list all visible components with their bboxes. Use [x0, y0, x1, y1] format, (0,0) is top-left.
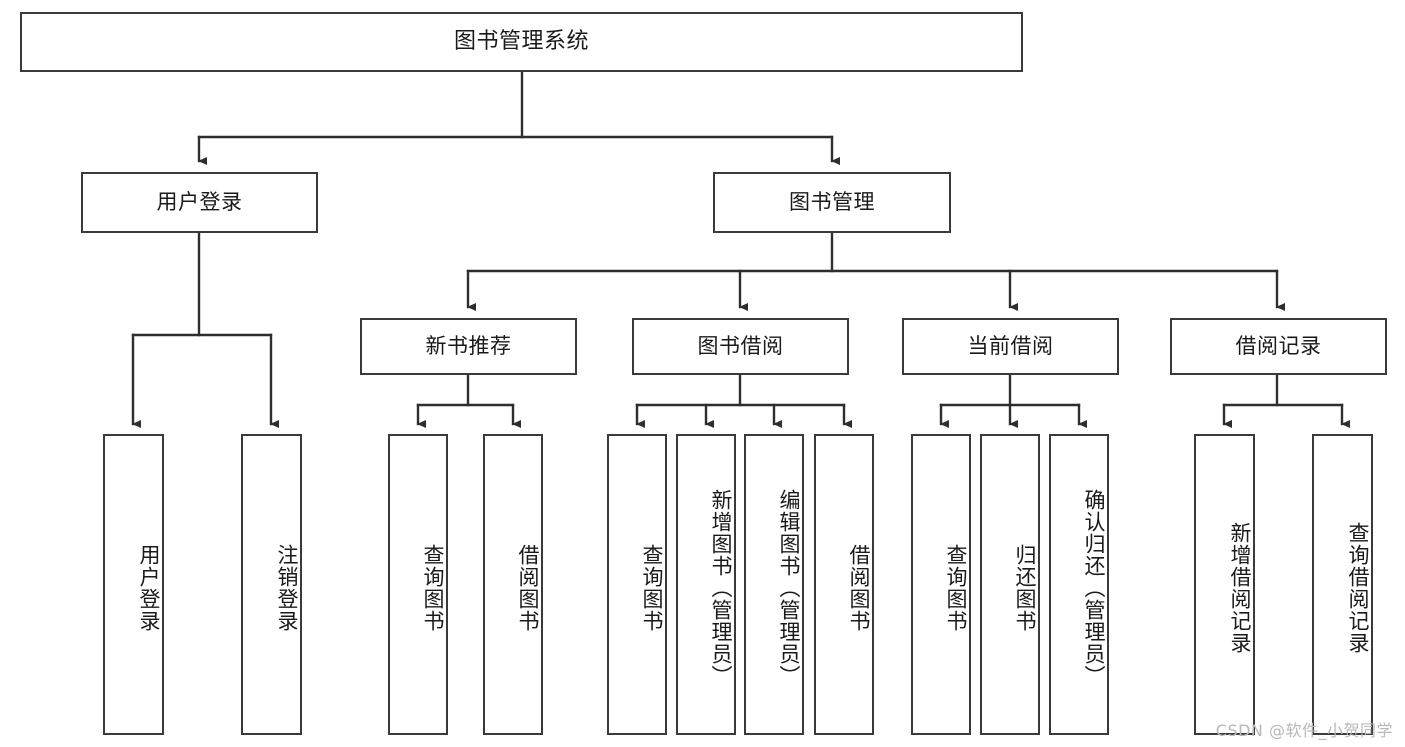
node-label: 当前借阅	[967, 333, 1054, 358]
node-label: 归还图书	[1013, 543, 1037, 632]
node-book-management[interactable]: 图书管理	[713, 172, 951, 233]
node-user-login[interactable]: 用户登录	[81, 172, 318, 233]
leaf-query-book-borrow[interactable]: 查询图书	[607, 434, 667, 735]
node-new-book-recommend[interactable]: 新书推荐	[360, 318, 577, 375]
leaf-add-borrow-record[interactable]: 新增借阅记录	[1194, 434, 1255, 735]
leaf-user-login[interactable]: 用户登录	[103, 434, 164, 735]
node-label: 图书管理	[789, 189, 875, 214]
node-root-system[interactable]: 图书管理系统	[20, 12, 1023, 72]
node-current-borrow[interactable]: 当前借阅	[902, 318, 1119, 375]
node-label: 用户登录	[137, 543, 161, 632]
leaf-return-book[interactable]: 归还图书	[980, 434, 1040, 735]
leaf-borrow-book-recommend[interactable]: 借阅图书	[483, 434, 543, 735]
node-label: 新书推荐	[425, 333, 512, 358]
node-label: 查询借阅记录	[1346, 521, 1370, 654]
leaf-query-book-current[interactable]: 查询图书	[911, 434, 971, 735]
leaf-borrow-book[interactable]: 借阅图书	[814, 434, 874, 735]
node-label: 图书借阅	[697, 333, 784, 358]
leaf-edit-book[interactable]: 编辑图书（管理员）	[744, 434, 804, 735]
leaf-query-book-recommend[interactable]: 查询图书	[388, 434, 448, 735]
node-label: 用户登录	[156, 189, 243, 214]
node-label: 查询图书	[640, 543, 664, 632]
node-label: 编辑图书（管理员）	[777, 488, 801, 687]
leaf-confirm-return[interactable]: 确认归还（管理员）	[1049, 434, 1109, 735]
node-label: 借阅图书	[847, 543, 871, 632]
watermark-text: CSDN @软件_小贺同学	[1215, 721, 1393, 740]
node-label: 注销登录	[275, 543, 299, 632]
node-book-borrow[interactable]: 图书借阅	[632, 318, 849, 375]
leaf-query-borrow-record[interactable]: 查询借阅记录	[1312, 434, 1373, 735]
node-label: 查询图书	[421, 543, 445, 632]
node-label: 新增图书（管理员）	[709, 488, 733, 687]
node-borrow-record[interactable]: 借阅记录	[1170, 318, 1387, 375]
node-label: 新增借阅记录	[1228, 521, 1252, 654]
node-label: 确认归还（管理员）	[1082, 488, 1106, 687]
node-label: 查询图书	[944, 543, 968, 632]
leaf-add-book[interactable]: 新增图书（管理员）	[676, 434, 736, 735]
node-label: 图书管理系统	[453, 28, 589, 54]
leaf-user-logout[interactable]: 注销登录	[241, 434, 302, 735]
node-label: 借阅图书	[516, 543, 540, 632]
node-label: 借阅记录	[1235, 333, 1322, 358]
